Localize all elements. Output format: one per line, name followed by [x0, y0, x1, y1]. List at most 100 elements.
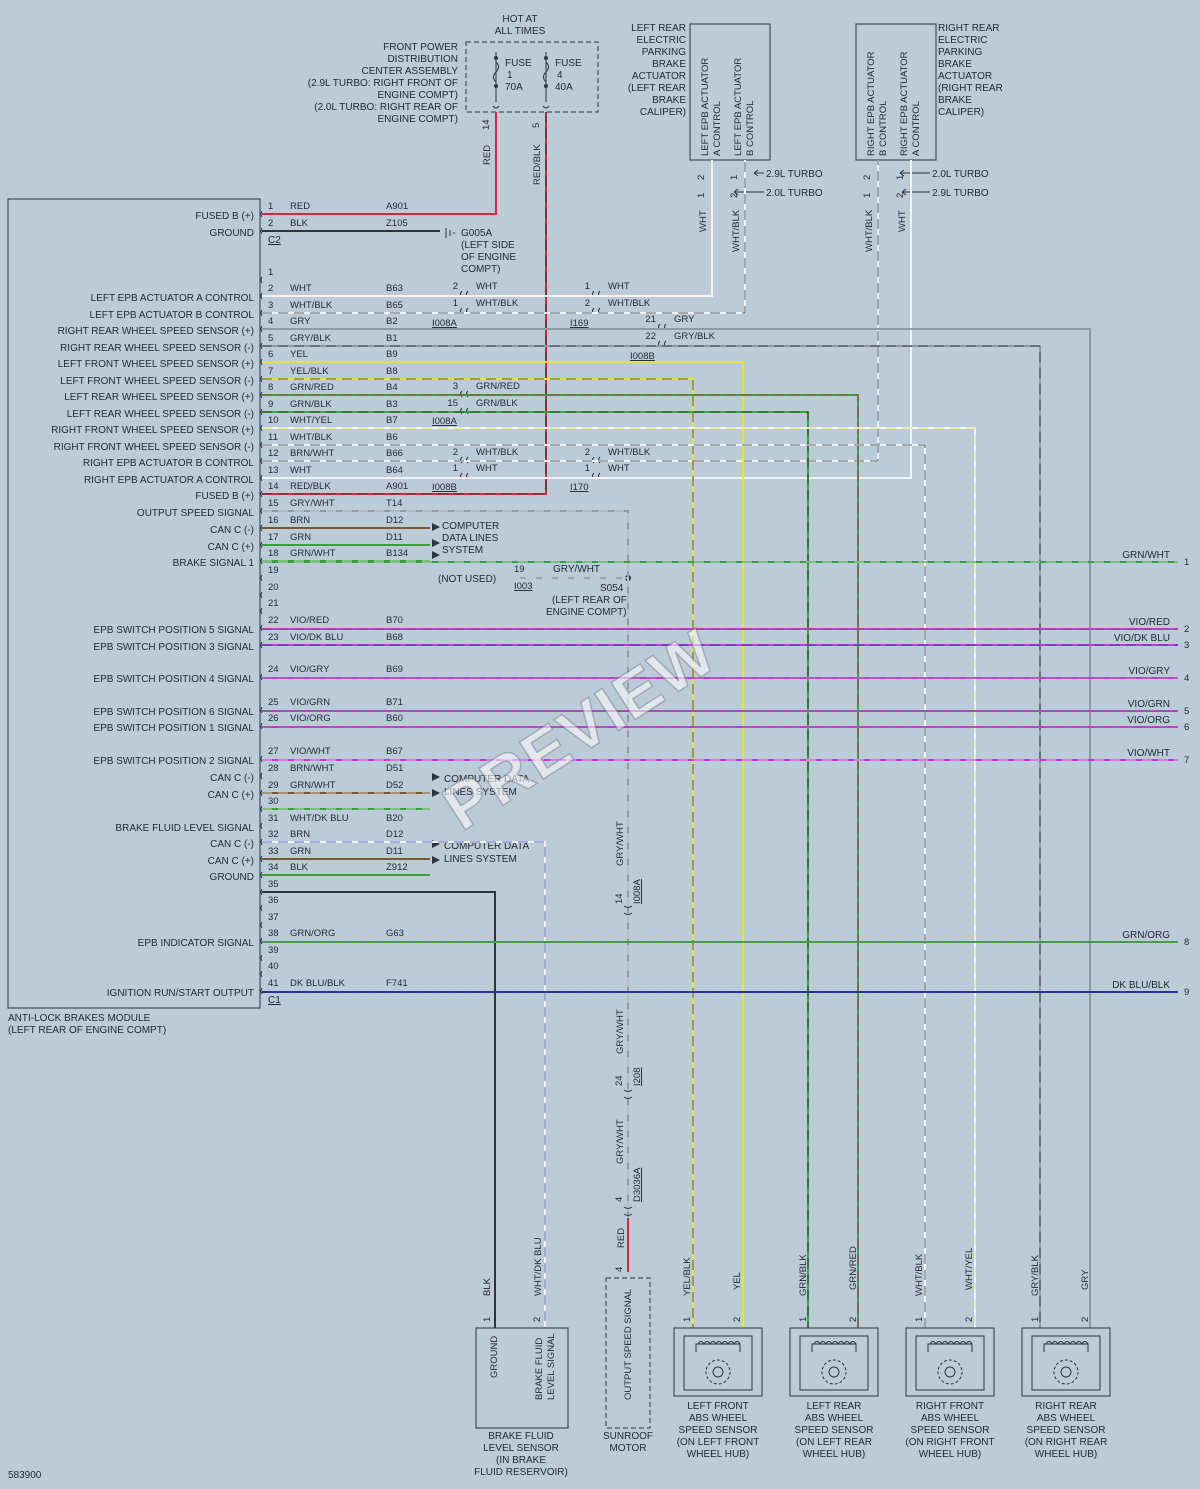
svg-text:WHT: WHT — [897, 210, 908, 232]
wire-color-label: RED/BLK — [290, 481, 331, 492]
svg-text:COMPT): COMPT) — [461, 264, 500, 275]
pin-number: 9 — [268, 399, 273, 410]
svg-text:CALIPER): CALIPER) — [938, 107, 984, 118]
fuse2-wire-label: RED/BLK — [532, 144, 543, 185]
circuit-id: B66 — [386, 448, 403, 459]
circuit-id: B60 — [386, 713, 403, 724]
wire — [262, 328, 1091, 1328]
circuit-id: D52 — [386, 780, 403, 791]
circuit-id: B64 — [386, 465, 403, 476]
circuit-id: G63 — [386, 928, 404, 939]
right-connector-color: GRN/ORG — [1122, 930, 1170, 941]
pin-number: 20 — [268, 582, 279, 593]
svg-text:LEFT EPB ACTUATOR: LEFT EPB ACTUATOR — [733, 58, 744, 156]
fuse-connector-marks — [492, 105, 550, 109]
circuit-id: D51 — [386, 763, 403, 774]
wire-color-label: BRN/WHT — [290, 448, 335, 459]
svg-text:RIGHT EPB ACTUATOR: RIGHT EPB ACTUATOR — [899, 51, 910, 156]
right-connector-color: DK BLU/BLK — [1112, 980, 1170, 991]
inline-pin-number: 1 — [453, 463, 458, 474]
inline-pin-number: 2 — [585, 447, 590, 458]
circuit-id: B63 — [386, 283, 403, 294]
circuit-id: B71 — [386, 697, 403, 708]
wire — [262, 112, 497, 215]
circuit-id: B9 — [386, 349, 398, 360]
pin-mark — [260, 987, 263, 995]
svg-text:19: 19 — [514, 564, 525, 575]
sensor-inner — [799, 1335, 869, 1391]
svg-text:I008B: I008B — [432, 482, 457, 493]
right-connector-color: GRN/WHT — [1122, 550, 1170, 561]
pin-mark — [260, 838, 263, 846]
wire — [262, 394, 859, 1328]
svg-text:1: 1 — [482, 1317, 493, 1322]
right-connector-color: VIO/WHT — [1127, 748, 1170, 759]
svg-text:GRY/WHT: GRY/WHT — [553, 564, 600, 575]
sensor-name-line: (ON LEFT REAR — [796, 1437, 872, 1448]
sensor-coil-icon — [695, 1341, 741, 1352]
pin-mark — [260, 557, 263, 565]
pin-mark — [260, 441, 263, 449]
module-pin-row: 39 — [260, 945, 279, 962]
module-pin-row: 37 — [260, 912, 279, 929]
pin-mark — [260, 970, 263, 978]
pin-number: 39 — [268, 945, 279, 956]
circuit-id: B1 — [386, 333, 398, 344]
svg-text:1: 1 — [729, 175, 740, 180]
pin-function-label: LEFT EPB ACTUATOR A CONTROL — [91, 293, 255, 304]
inline-pin-number: 1 — [585, 281, 590, 292]
pin-mark — [260, 490, 263, 498]
inline-pin-number: 15 — [447, 398, 458, 409]
sensor-name-line: LEFT REAR — [807, 1401, 862, 1412]
inline-wire-color: GRN/BLK — [476, 398, 518, 409]
svg-text:LINES SYSTEM: LINES SYSTEM — [444, 854, 517, 865]
wire-color-label: BLK — [290, 862, 309, 873]
tone-wheel-hub-icon — [944, 1366, 956, 1378]
circuit-id: Z912 — [386, 862, 408, 873]
sensor-name-line: ABS WHEEL — [921, 1413, 980, 1424]
connector-c1-label: C1 — [268, 995, 281, 1006]
wires — [262, 112, 1178, 1328]
circuit-id: D12 — [386, 829, 403, 840]
svg-text:(LEFT REAR OF: (LEFT REAR OF — [552, 595, 627, 606]
inline-wire-color: GRN/RED — [476, 381, 520, 392]
circuit-id: T14 — [386, 498, 402, 509]
svg-text:LEFT REAR: LEFT REAR — [631, 23, 686, 34]
right-epb-pin-labels: RIGHT EPB ACTUATOR B CONTROL RIGHT EPB A… — [866, 51, 922, 156]
circuit-id: A901 — [386, 481, 408, 492]
sensor-name-line: ABS WHEEL — [805, 1413, 864, 1424]
circuit-id: B68 — [386, 632, 403, 643]
inline-wire-color: WHT/BLK — [608, 298, 651, 309]
svg-text:I008A: I008A — [632, 879, 643, 904]
svg-text:2.0L TURBO: 2.0L TURBO — [932, 169, 989, 180]
inline-wire-color: WHT — [608, 463, 630, 474]
svg-text:FUSE: FUSE — [505, 58, 532, 69]
right-epb-actuator-label: RIGHT REAR ELECTRIC PARKING BRAKE ACTUAT… — [938, 23, 1003, 118]
svg-text:D3036A: D3036A — [632, 1167, 643, 1202]
pin-number: 1 — [268, 267, 273, 278]
pin-function-label: LEFT FRONT WHEEL SPEED SENSOR (-) — [60, 376, 254, 387]
pin-number: 25 — [268, 697, 279, 708]
sensor-name-line: SPEED SENSOR — [911, 1425, 990, 1436]
inline-pin-number: 2 — [453, 447, 458, 458]
wire-color-label: VIO/DK BLU — [290, 632, 343, 643]
pin-number: 23 — [268, 632, 279, 643]
svg-text:(2.9L TURBO: RIGHT FRONT OF: (2.9L TURBO: RIGHT FRONT OF — [308, 78, 458, 89]
wire-color-label: GRN — [290, 846, 311, 857]
svg-text:WHT/BLK: WHT/BLK — [731, 209, 742, 252]
module-pin-row: 35 — [260, 879, 279, 896]
sensor-name-line: SPEED SENSOR — [679, 1425, 758, 1436]
pin-mark — [260, 722, 263, 730]
svg-text:A CONTROL: A CONTROL — [911, 101, 922, 156]
pin-number: 2 — [268, 283, 273, 294]
tone-wheel-hub-icon — [712, 1366, 724, 1378]
left-epb-actuator-box — [689, 23, 771, 161]
